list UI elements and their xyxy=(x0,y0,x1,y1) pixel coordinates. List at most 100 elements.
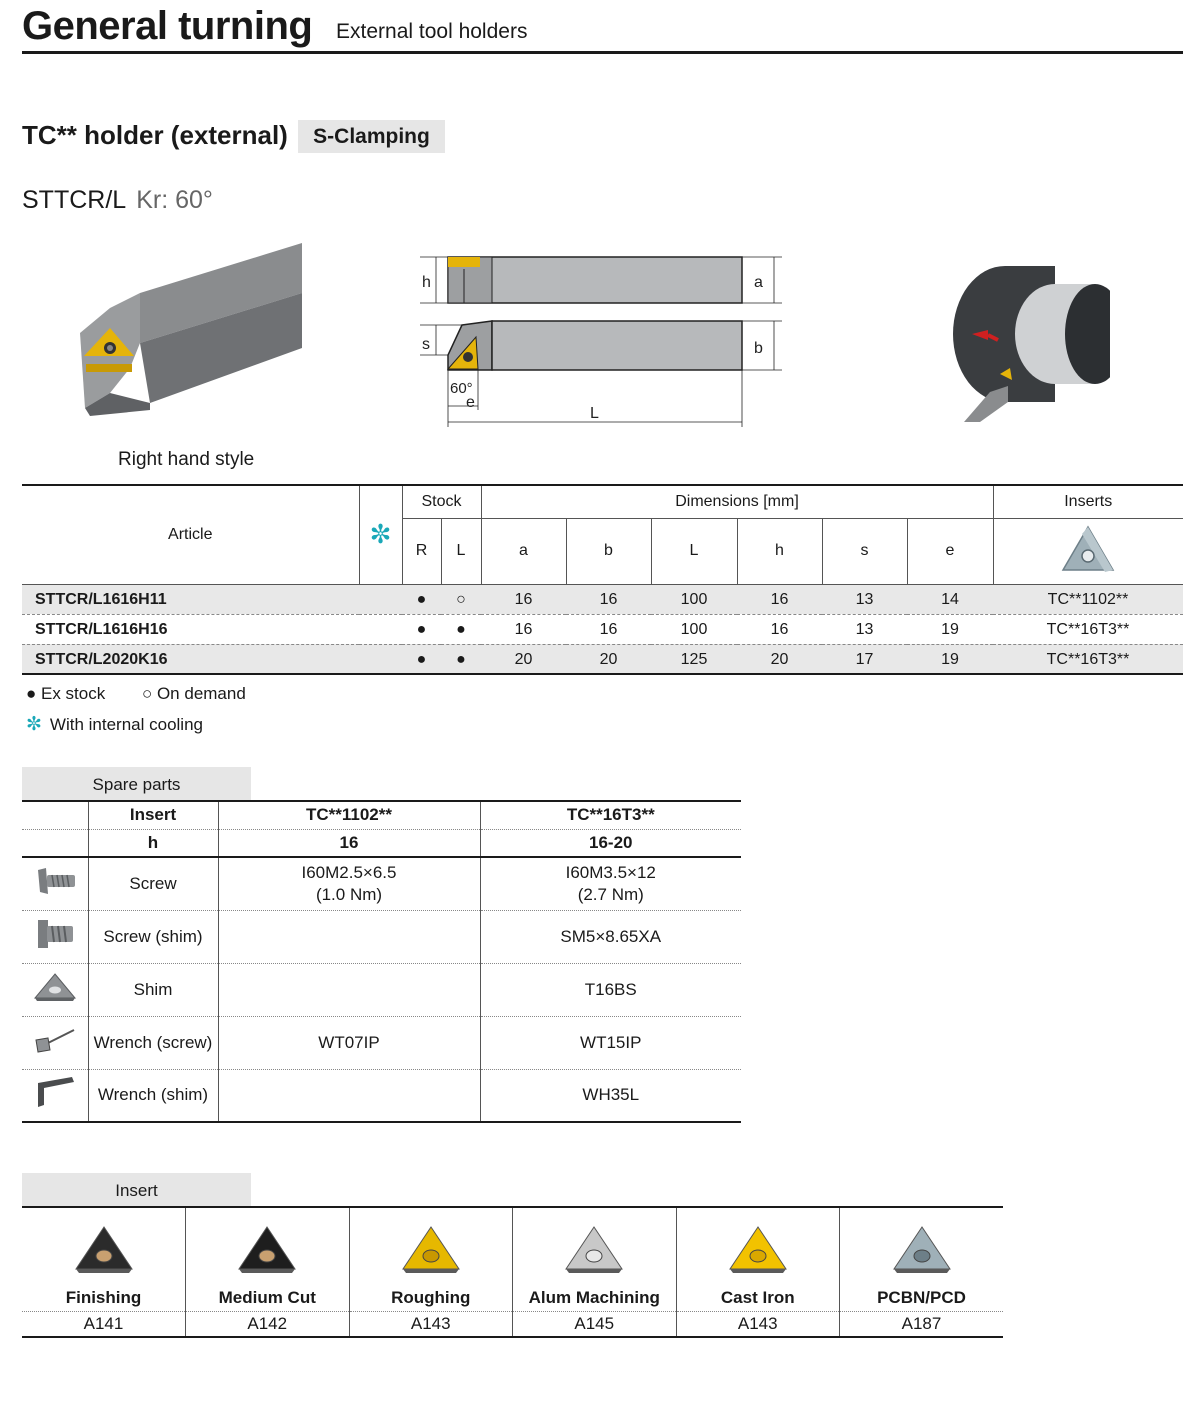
page-subtitle: External tool holders xyxy=(336,20,528,43)
spare-col1-insert: TC**1102** xyxy=(218,800,481,830)
grade-image-cell xyxy=(512,1206,677,1285)
grade-image-cell xyxy=(839,1206,1003,1285)
grade-name: Medium Cut xyxy=(185,1285,350,1312)
part-icon-cell xyxy=(22,857,89,911)
page-header: General turning External tool holders xyxy=(22,4,1183,54)
article-cell: STTCR/L1616H16 xyxy=(22,614,359,645)
cast-iron-insert-icon xyxy=(728,1226,787,1273)
internal-cooling-icon: ✼ xyxy=(369,519,392,550)
screw-icon xyxy=(37,867,75,894)
part-code: I60M3.5×12 xyxy=(565,862,656,882)
dim-e-label: e xyxy=(466,394,475,411)
part-name: Screw xyxy=(88,857,219,911)
s-cell: 13 xyxy=(822,584,907,615)
spare-part-row: Screw I60M2.5×6.5(1.0 Nm) I60M3.5×12(2.7… xyxy=(22,857,741,911)
grade-image-cell xyxy=(349,1206,513,1285)
col-header-L: L xyxy=(440,518,482,585)
grade-image-cell xyxy=(185,1206,350,1285)
spare-corner-cell xyxy=(22,829,89,858)
part-value: I60M3.5×12(2.7 Nm) xyxy=(480,857,741,911)
stock-r-cell: ● xyxy=(402,614,441,645)
part-name: Shim xyxy=(88,963,219,1017)
col-header-b: b xyxy=(565,518,652,585)
insert-label: Insert xyxy=(88,800,219,830)
model-name: STTCR/L xyxy=(22,186,127,214)
grade-name: PCBN/PCD xyxy=(839,1285,1003,1312)
spare-col2-insert: TC**16T3** xyxy=(480,800,741,830)
part-value xyxy=(218,1069,481,1123)
section-title: TC** holder (external) xyxy=(22,120,288,150)
insert-cell: TC**1102** xyxy=(993,584,1183,615)
h-label: h xyxy=(88,829,219,858)
dim-angle-label: 60° xyxy=(450,380,473,397)
part-torque: (1.0 Nm) xyxy=(315,884,383,904)
spare-col1-h: 16 xyxy=(218,829,481,858)
part-torque: (2.7 Nm) xyxy=(577,884,644,904)
clamping-badge: S-Clamping xyxy=(298,120,445,153)
internal-cooling-icon: ✼ xyxy=(26,714,42,735)
grade-code: A143 xyxy=(676,1311,840,1338)
part-icon-cell xyxy=(22,1016,89,1070)
dim-b-label: b xyxy=(754,340,763,357)
grade-code: A141 xyxy=(22,1311,186,1338)
torx-wrench-icon xyxy=(35,1028,75,1053)
legend-ex-stock: ● Ex stock xyxy=(26,684,106,703)
medium-cut-insert-icon xyxy=(238,1226,297,1273)
col-header-s: s xyxy=(821,518,908,585)
stock-r-cell: ● xyxy=(402,584,441,615)
finishing-insert-icon xyxy=(74,1226,133,1273)
col-header-h: h xyxy=(736,518,823,585)
part-code: I60M2.5×6.5 xyxy=(301,862,397,882)
insert-cell: TC**16T3** xyxy=(993,644,1183,675)
triangular-insert-icon xyxy=(1061,525,1115,572)
h-cell: 16 xyxy=(737,584,822,615)
part-value: I60M2.5×6.5(1.0 Nm) xyxy=(218,857,481,911)
inserts-header: Inserts xyxy=(992,484,1183,519)
spare-part-row: Wrench (shim) WH35L xyxy=(22,1069,741,1123)
dim-L-label: L xyxy=(590,405,599,422)
tool-holder-image xyxy=(80,243,302,416)
grade-code: A187 xyxy=(839,1311,1003,1338)
grade-image-cell xyxy=(22,1206,186,1285)
col-header-a: a xyxy=(480,518,567,585)
spare-parts-tab: Spare parts xyxy=(22,767,251,800)
b-cell: 16 xyxy=(566,584,651,615)
article-table: Article ✼ Stock Dimensions [mm] Inserts … xyxy=(22,484,1183,675)
grade-code: A142 xyxy=(185,1311,350,1338)
col-header-e: e xyxy=(906,518,994,585)
part-icon-cell xyxy=(22,910,89,964)
part-value: WT07IP xyxy=(218,1016,481,1070)
grade-code: A145 xyxy=(512,1311,677,1338)
length-cell: 100 xyxy=(651,584,737,615)
e-cell: 19 xyxy=(907,644,993,675)
e-cell: 19 xyxy=(907,614,993,645)
cooling-cell xyxy=(359,644,402,675)
length-cell: 100 xyxy=(651,614,737,645)
part-icon-cell xyxy=(22,963,89,1017)
dim-h-label: h xyxy=(422,274,431,291)
insert-cell: TC**16T3** xyxy=(993,614,1183,645)
part-icon-cell xyxy=(22,1069,89,1123)
page-title: General turning xyxy=(22,4,313,48)
grade-name: Alum Machining xyxy=(512,1285,677,1312)
a-cell: 20 xyxy=(481,644,566,675)
dim-s-label: s xyxy=(422,336,430,353)
grade-image-cell xyxy=(676,1206,840,1285)
spare-parts-table: Insert TC**1102** TC**16T3** h 16 16-20 … xyxy=(22,800,741,1123)
dimensions-header: Dimensions [mm] xyxy=(480,484,994,519)
spare-part-row: Shim T16BS xyxy=(22,963,741,1017)
b-cell: 16 xyxy=(566,614,651,645)
col-header-length: L xyxy=(650,518,738,585)
s-cell: 13 xyxy=(822,614,907,645)
part-name: Wrench (screw) xyxy=(88,1016,219,1070)
stock-legend: ● Ex stock ○ On demand xyxy=(26,684,246,704)
stock-r-cell: ● xyxy=(402,644,441,675)
insert-tab: Insert xyxy=(22,1173,251,1206)
grade-name: Roughing xyxy=(349,1285,513,1312)
spare-col2-h: 16-20 xyxy=(480,829,741,858)
part-name: Screw (shim) xyxy=(88,910,219,964)
legend-cooling: With internal cooling xyxy=(49,715,203,734)
